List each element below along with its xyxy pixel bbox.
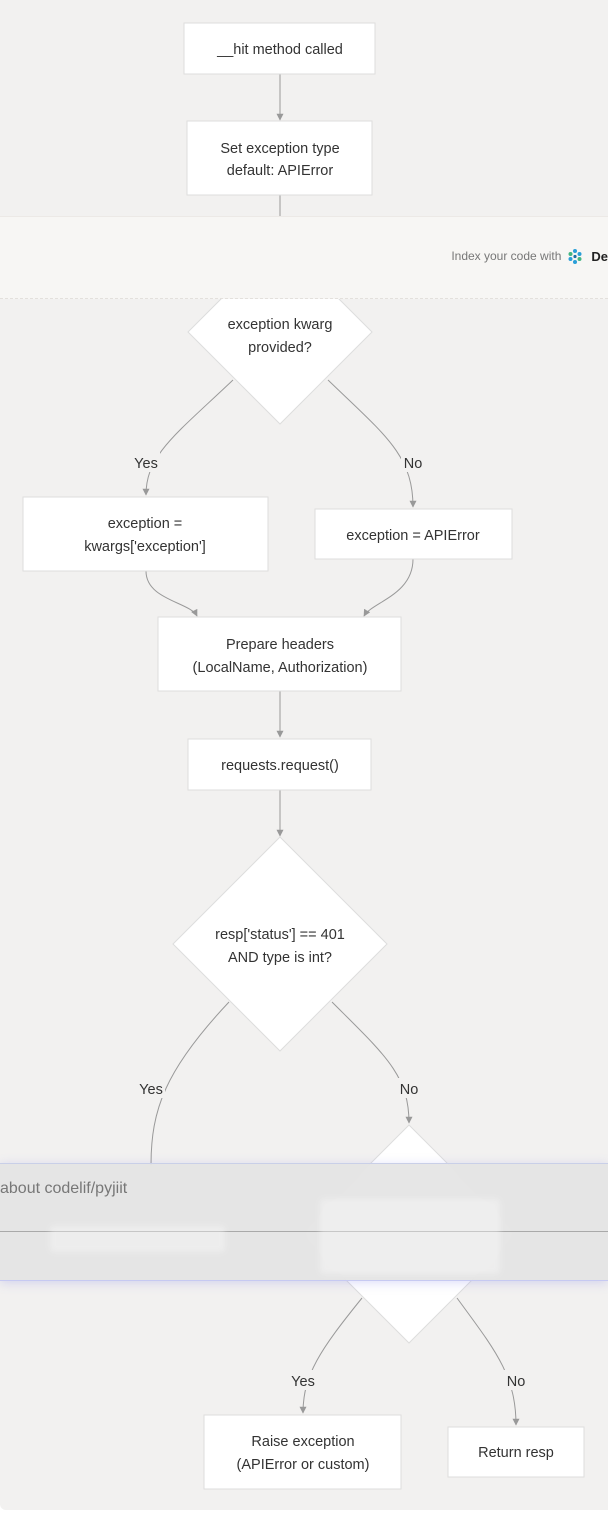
brand-name: De — [591, 248, 608, 264]
obscured-node-ghost — [50, 1226, 225, 1252]
node-label: Return resp — [478, 1445, 554, 1461]
node-label: requests.request() — [221, 758, 339, 774]
index-code-banner[interactable]: Index your code with De — [0, 216, 608, 299]
edge-label-text: Yes — [134, 456, 158, 472]
decision-label-line1: exception kwarg — [228, 317, 333, 333]
decision-label-line2: provided? — [248, 340, 312, 356]
edge-label-text: No — [400, 1082, 419, 1098]
edge-401-yes — [150, 1001, 230, 1166]
node-requests-request: requests.request() — [187, 738, 372, 791]
node-label-line2: (LocalName, Authorization) — [193, 660, 368, 676]
edge-label-text: No — [507, 1374, 526, 1390]
edge-label-text: Yes — [291, 1374, 315, 1390]
edge-label-401-no: No — [397, 1078, 421, 1098]
node-label-line2: default: APIError — [227, 163, 334, 179]
edge-label-lower-yes: Yes — [289, 1370, 317, 1390]
edge-label-401-yes: Yes — [137, 1078, 165, 1098]
edge-apierror-to-headers — [363, 558, 414, 617]
decision-status-401: resp['status'] == 401 AND type is int? — [172, 836, 388, 1052]
node-prepare-headers: Prepare headers (LocalName, Authorizatio… — [157, 616, 402, 692]
obscured-decision-ghost — [320, 1199, 500, 1274]
index-code-text: Index your code with — [451, 249, 562, 263]
edge-kwarg-no — [327, 379, 417, 508]
node-label-line1: Prepare headers — [226, 637, 334, 653]
edge-401-no — [331, 1001, 413, 1124]
edge-kwargs-to-headers — [145, 570, 198, 617]
node-label-line1: Set exception type — [220, 141, 339, 157]
edge-label-text: No — [404, 456, 423, 472]
decision-label-line1: resp['status'] == 401 — [215, 927, 345, 943]
node-label: exception = APIError — [346, 528, 480, 544]
ask-question-text[interactable]: about codelif/pyjiit — [0, 1180, 128, 1197]
edge-lower-no — [456, 1297, 520, 1426]
edge-label-kwarg-no: No — [401, 452, 425, 472]
node-label: __hit method called — [216, 42, 343, 58]
ask-question-panel[interactable]: about codelif/pyjiit — [0, 1163, 608, 1281]
edge-kwarg-yes — [142, 379, 234, 496]
node-exception-from-kwargs: exception = kwargs['exception'] — [22, 496, 269, 572]
node-return-resp: Return resp — [447, 1426, 585, 1478]
node-exception-apierror: exception = APIError — [314, 508, 513, 560]
node-label-line2: (APIError or custom) — [237, 1457, 370, 1473]
deepwiki-logo-icon — [568, 249, 582, 264]
node-label-line1: exception = — [108, 516, 183, 532]
edge-label-lower-no: No — [504, 1370, 528, 1390]
edge-lower-yes — [299, 1297, 363, 1414]
node-label-line1: Raise exception — [251, 1434, 354, 1450]
node-raise-exception: Raise exception (APIError or custom) — [203, 1414, 402, 1490]
decision-label-line2: AND type is int? — [228, 950, 332, 966]
node-hit-called: __hit method called — [183, 22, 376, 75]
node-label-line2: kwargs['exception'] — [84, 539, 206, 555]
node-set-default-exception: Set exception type default: APIError — [186, 120, 373, 196]
edge-label-kwarg-yes: Yes — [132, 452, 160, 472]
ask-panel-divider — [0, 1231, 608, 1232]
index-code-promo[interactable]: Index your code with De — [451, 248, 608, 264]
edge-label-text: Yes — [139, 1082, 163, 1098]
